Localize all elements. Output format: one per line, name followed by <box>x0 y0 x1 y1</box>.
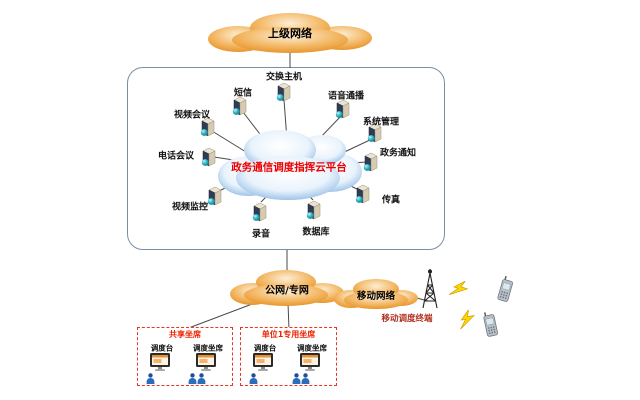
public-network-label: 公网/专网 <box>265 285 309 297</box>
node-label-sms: 短信 <box>233 88 253 99</box>
mobile-phone-icon <box>497 275 513 302</box>
cloud-shape <box>208 13 372 53</box>
server-icon <box>207 186 222 206</box>
platform-cloud: 政务通信调度指挥云平台 <box>210 120 368 206</box>
seat-group-shared: 共享坐席 调度台 调度坐席 <box>137 327 233 386</box>
server-icon <box>252 202 267 222</box>
node-label-fax: 传真 <box>381 195 401 206</box>
node-label-voice-broadcast: 语音通播 <box>327 91 365 102</box>
server-icon <box>306 200 321 220</box>
dispatch-console-icon <box>300 353 320 371</box>
antenna-tower-icon <box>422 269 438 309</box>
lightning-icon <box>448 280 469 295</box>
server-icon <box>335 99 350 119</box>
node-label-gov-notification: 政务通知 <box>379 148 417 159</box>
operator-person-icon <box>197 373 206 384</box>
console-label: 调度台 <box>253 343 277 353</box>
seat-group-unit1: 单位1专用坐席 调度台 调度坐席 <box>240 327 337 386</box>
operator-person-icon <box>188 373 197 384</box>
server-icon <box>201 147 216 167</box>
mobile-network-cloud: 移动网络 <box>330 276 422 313</box>
node-label-video-conference: 视频会议 <box>173 110 211 121</box>
mobile-terminal-label: 移动调度终端 <box>381 314 433 324</box>
server-icon <box>367 123 382 143</box>
console-label: 调度坐席 <box>297 343 327 353</box>
operator-person-icon <box>146 373 155 384</box>
node-label-exchange-host: 交换主机 <box>265 72 303 83</box>
dispatch-console-icon <box>196 353 216 371</box>
seat-group-title: 共享坐席 <box>169 330 201 339</box>
console-label: 调度坐席 <box>193 343 223 353</box>
server-icon <box>355 184 370 204</box>
seat-group-title: 单位1专用坐席 <box>261 330 316 339</box>
mobile-phone-icon <box>483 312 498 337</box>
mobile-network-label: 移动网络 <box>356 291 396 303</box>
server-icon <box>276 82 291 102</box>
console-label: 调度台 <box>150 343 174 353</box>
node-label-recording: 录音 <box>251 229 271 240</box>
lightning-icon <box>460 309 475 330</box>
dispatch-console-icon <box>253 353 273 371</box>
operator-person-icon <box>249 373 258 384</box>
operator-person-icon <box>292 373 301 384</box>
upper-network-cloud: 上级网络 <box>200 8 380 56</box>
cloud-shape <box>334 279 418 309</box>
server-icon <box>363 152 378 172</box>
upper-network-label: 上级网络 <box>268 26 312 40</box>
server-icon <box>232 96 247 116</box>
node-label-database: 数据库 <box>302 227 330 238</box>
operator-person-icon <box>301 373 310 384</box>
node-label-video-surveillance: 视频监控 <box>171 202 209 213</box>
dispatch-console-icon <box>150 353 170 371</box>
node-label-phone-conference: 电话会议 <box>157 151 195 162</box>
node-label-system-management: 系统管理 <box>362 117 400 128</box>
platform-cloud-label: 政务通信调度指挥云平台 <box>231 161 347 174</box>
